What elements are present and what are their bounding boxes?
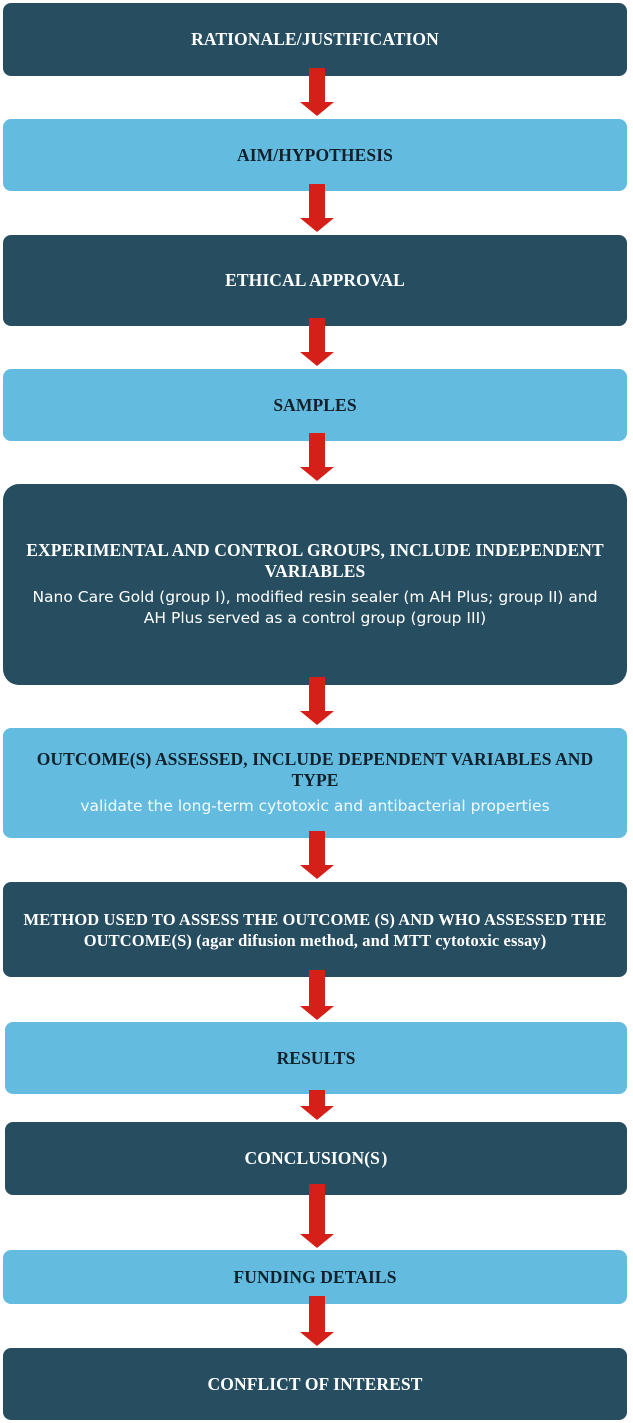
step-description: validate the long-term cytotoxic and ant…: [80, 797, 550, 815]
step-results-box: RESULTS: [5, 1022, 627, 1094]
step-funding-box: FUNDING DETAILS: [3, 1250, 627, 1304]
step-title: FUNDING DETAILS: [233, 1266, 397, 1287]
step-outcomes-box: OUTCOME(S) ASSESSED, INCLUDE DEPENDENT V…: [3, 728, 627, 838]
step-ethical-approval-box: ETHICAL APPROVAL: [3, 235, 627, 326]
step-conclusion-box: CONCLUSION(S ): [5, 1122, 627, 1195]
step-samples-box: SAMPLES: [3, 369, 627, 441]
step-title: OUTCOME(S) ASSESSED, INCLUDE DEPENDENT V…: [36, 749, 594, 790]
arrow-down-icon: [300, 677, 334, 725]
step-groups-box: EXPERIMENTAL AND CONTROL GROUPS, INCLUDE…: [3, 484, 627, 685]
arrow-down-icon: [300, 433, 334, 481]
step-title: RESULTS: [276, 1047, 356, 1068]
step-description: Nano Care Gold (group I), modified resin…: [32, 588, 598, 627]
step-title: CONCLUSION(S ): [244, 1148, 388, 1168]
arrow-down-icon: [300, 831, 334, 879]
arrow-down-icon: [300, 184, 334, 232]
step-method-box: METHOD USED TO ASSESS THE OUTCOME (S) AN…: [3, 882, 627, 977]
step-rationale-box: RATIONALE/JUSTIFICATION: [3, 3, 627, 76]
step-title: CONFLICT OF INTEREST: [207, 1373, 423, 1394]
step-title: METHOD USED TO ASSESS THE OUTCOME (S) AN…: [23, 909, 607, 950]
arrow-down-icon: [300, 1090, 334, 1120]
step-title: AIM/HYPOTHESIS: [236, 144, 393, 165]
step-title: SAMPLES: [273, 394, 357, 415]
arrow-down-icon: [300, 1296, 334, 1346]
arrow-down-icon: [300, 68, 334, 116]
step-aim-box: AIM/HYPOTHESIS: [3, 119, 627, 191]
arrow-down-icon: [300, 318, 334, 366]
step-title: RATIONALE/JUSTIFICATION: [191, 29, 439, 49]
step-title: EXPERIMENTAL AND CONTROL GROUPS, INCLUDE…: [26, 540, 604, 581]
arrow-down-icon: [300, 970, 334, 1020]
step-conflict-box: CONFLICT OF INTEREST: [3, 1348, 627, 1420]
step-title: ETHICAL APPROVAL: [225, 270, 405, 290]
arrow-down-icon: [300, 1184, 334, 1248]
